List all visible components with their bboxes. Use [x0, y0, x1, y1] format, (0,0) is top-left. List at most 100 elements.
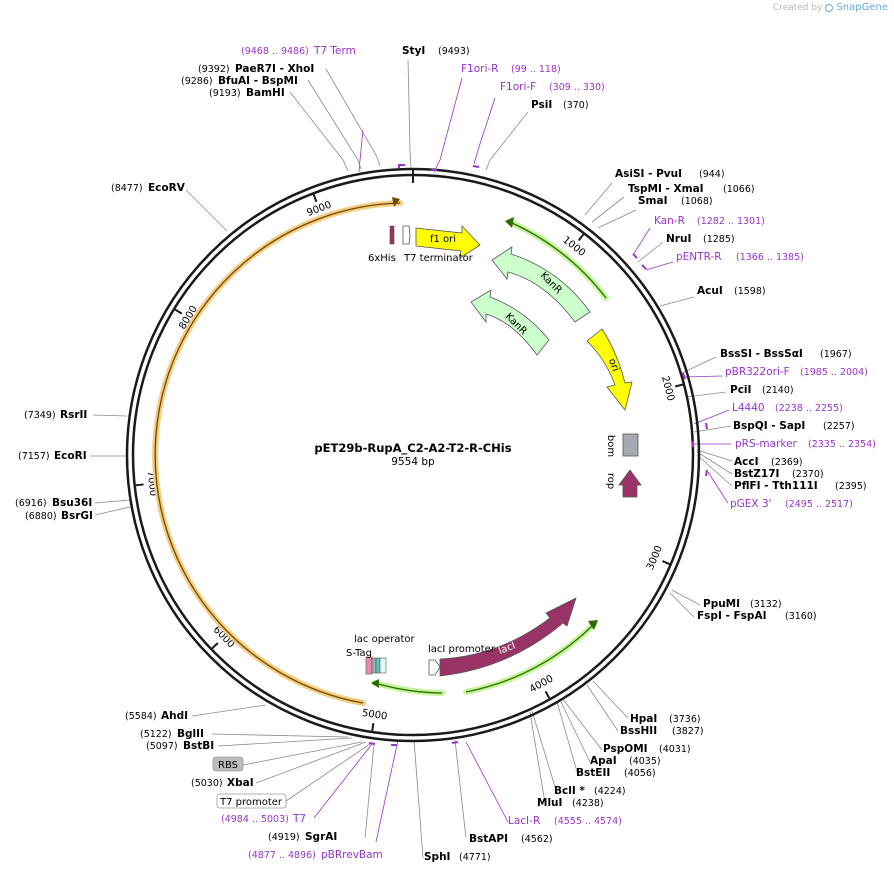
- leader-bspqi: [693, 425, 732, 433]
- primer-label-pgex-3: pGEX 3'(2495 .. 2517): [730, 498, 853, 510]
- site-label-bsshii: BssHII(3827): [620, 725, 704, 737]
- restriction-site-labels: StyI(9493) PsiI(370) AsiSI - PvuI(944) T…: [15, 45, 867, 863]
- size-tick: [211, 642, 219, 650]
- kanr-inner-arrow: [470, 289, 550, 356]
- site-label-bcli: BclI *(4224): [554, 785, 626, 797]
- leader-tspmi: [591, 196, 625, 223]
- leader-bcli: [531, 710, 557, 791]
- laci-arrow: [439, 597, 577, 677]
- bom-label: bom: [605, 435, 616, 457]
- site-label-tspmi-xmai: TspMI - XmaI(1066): [628, 183, 755, 195]
- site-label-pflfi-tth111i: PflFI - Tth111I(2395): [734, 480, 867, 492]
- snapgene-product-name: SnapGene: [836, 2, 888, 13]
- size-tick-label: 3000: [645, 544, 665, 572]
- site-label-bstz17i: BstZ17I(2370): [734, 468, 824, 480]
- leader-apai: [559, 699, 591, 763]
- t7-promoter-label: T7 promoter: [219, 797, 283, 808]
- f1-ori-feature: f1 ori: [415, 224, 481, 259]
- lower-orf-halo-1: [372, 680, 445, 696]
- site-label-bglii: (5122)BglII: [140, 728, 204, 740]
- site-label-ecorv: (8477)EcoRV: [111, 182, 186, 194]
- leader-pbr322ori-f: [682, 375, 723, 378]
- size-tick: [674, 383, 684, 388]
- size-tick: [312, 193, 318, 203]
- site-label-acci: AccI(2369): [734, 456, 803, 468]
- s-tag-box: [365, 656, 373, 675]
- size-tick-label: 2000: [659, 375, 676, 402]
- rop-label: rop: [605, 473, 616, 489]
- site-label-paer7i-xhoi: (9392)PaeR7I - XhoI: [198, 63, 314, 75]
- primer-label-kan-r: Kan-R(1282 .. 1301): [654, 215, 765, 227]
- laci-promoter-arrow: [428, 659, 441, 676]
- site-label-bstbi: (5097)BstBI: [146, 740, 214, 752]
- primer-label-laci-r: LacI-R(4555 .. 4574): [508, 815, 622, 827]
- laci-orf-arrowhead: [588, 620, 598, 630]
- leader-fspi: [669, 592, 695, 618]
- f1-ori-label: f1 ori: [430, 234, 456, 245]
- primer-label-t7: (4984 .. 5003)T7: [221, 813, 306, 825]
- leader-acui: [659, 296, 695, 307]
- leader-pbrrevbam: [375, 739, 399, 843]
- primer-label-pbrrevbam: (4877 .. 4896)pBRrevBam: [248, 849, 383, 861]
- s-tag-lac-operator-feature: lac operator S-Tag: [346, 634, 415, 675]
- leader-asisi: [584, 182, 613, 216]
- site-label-smai: SmaI(1068): [638, 195, 713, 207]
- primer-label-t7-term: (9468 .. 9486)T7 Term: [241, 45, 356, 57]
- leader-bstbi: [217, 737, 353, 747]
- primer-label-l4440: L4440(2238 .. 2255): [732, 402, 843, 414]
- leader-acci: [696, 449, 733, 462]
- site-label-bspqi-sapi: BspQI - SapI(2257): [733, 420, 855, 432]
- primer-mark-pbr322ori-f: [682, 372, 686, 380]
- rbs-label: RBS: [218, 760, 238, 771]
- rbs-tag: RBS: [212, 756, 244, 772]
- f1-ori-arrow: [415, 224, 481, 259]
- site-label-bsu36i: (6916)Bsu36I: [15, 497, 92, 509]
- size-tick: [544, 690, 551, 699]
- site-label-pspomi: PspOMI(4031): [603, 743, 691, 755]
- boxed-feature-labels: RBS T7 promoter: [212, 756, 287, 809]
- primer-mark-l4440: [705, 422, 708, 430]
- site-label-nrui: NruI(1285): [666, 233, 735, 245]
- leader-t7term: [358, 129, 364, 173]
- site-label-bfuai-bspmi: (9286)BfuAI - BspMI: [181, 75, 298, 87]
- primer-mark-t7term: [398, 164, 405, 168]
- leader-pspomi: [561, 697, 603, 751]
- t7-promoter-box: [216, 793, 287, 809]
- size-tick: [661, 560, 671, 566]
- kanr-outer-arrow: [491, 246, 591, 323]
- laci-promoter-label: lacI promoter: [428, 644, 496, 655]
- primer-label-f1ori-r: F1ori-R(99 .. 118): [461, 63, 561, 75]
- leader-bstz17i: [696, 451, 733, 475]
- leader-l4440: [693, 409, 730, 425]
- leader-ahdi: [191, 704, 267, 717]
- feature-arcs: [152, 197, 609, 706]
- leader-bglii: [211, 733, 349, 738]
- plasmid-length: 9554 bp: [391, 456, 435, 468]
- site-label-xbai: (5030)XbaI: [191, 777, 254, 789]
- leader-smai: [597, 209, 637, 229]
- created-by-text: Created by: [772, 2, 823, 13]
- site-label-ppumi: PpuMI(3132): [703, 598, 782, 610]
- site-label-mlui: MluI(4238): [537, 797, 604, 809]
- kanr-orf-line: [511, 222, 607, 299]
- t7-terminator-label: T7 terminator: [403, 253, 474, 264]
- size-tick: [371, 722, 375, 732]
- leader-xbai: [255, 741, 367, 784]
- leader-psii: [485, 111, 529, 171]
- primer-mark-pentr-r: [641, 264, 647, 270]
- laci-promoter-feature: lacI promoter: [428, 644, 496, 676]
- ori-feature: ori: [586, 328, 633, 411]
- site-label-styi: StyI(9493): [402, 45, 470, 57]
- site-label-bstapi: BstAPI(4562): [469, 833, 553, 845]
- leader-kan-r: [632, 227, 651, 256]
- lac-operator-box: [375, 657, 381, 674]
- leader-bsssi: [681, 356, 717, 374]
- leader-bsteii: [556, 701, 579, 776]
- leader-laci-r: [465, 741, 509, 823]
- leader-bfuai: [307, 79, 362, 170]
- site-label-bsrgi: (6880)BsrGI: [25, 510, 93, 522]
- primer-label-prs-marker: pRS-marker(2335 .. 2354): [735, 438, 876, 450]
- leader-bstapi: [454, 739, 467, 839]
- rbs-mini-box: [379, 657, 387, 674]
- primer-label-f1ori-f: F1ori-F(309 .. 330): [500, 81, 605, 93]
